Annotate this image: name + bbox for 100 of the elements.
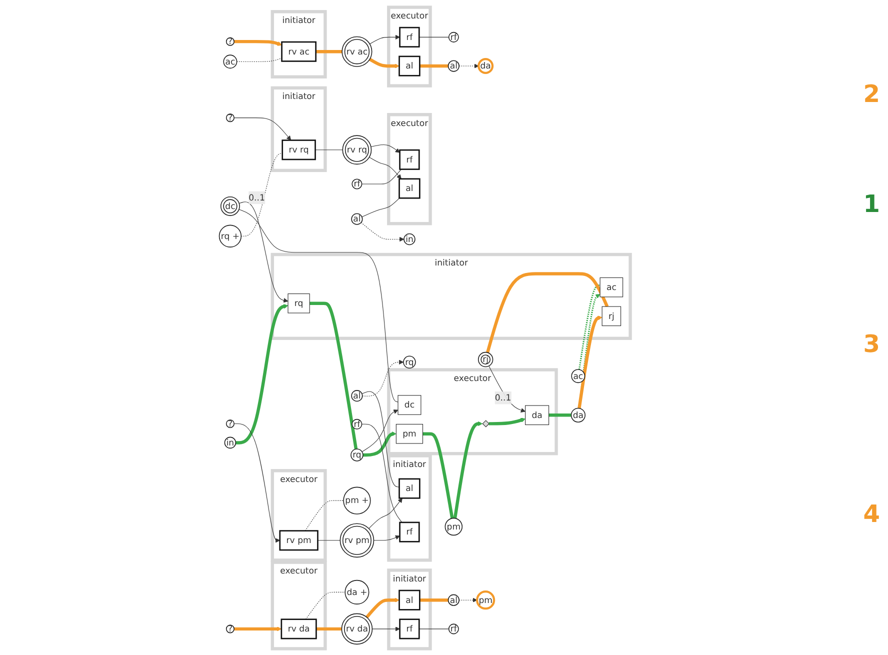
arrow (369, 57, 400, 68)
node-circle: ? (226, 36, 235, 46)
connector (362, 168, 402, 184)
node-circle: rf (448, 623, 460, 634)
node-circle: pm + (343, 486, 371, 514)
arrow (489, 417, 526, 425)
connector (422, 432, 454, 518)
arrow (369, 156, 402, 179)
node-circle: pm (476, 590, 496, 610)
arrow (234, 117, 292, 140)
node-box: rv pm (279, 530, 319, 550)
node-box: rj (602, 306, 622, 326)
arrow (362, 409, 398, 452)
node-circle: al (448, 594, 460, 606)
node-circle: pm (445, 517, 463, 536)
arrow (368, 497, 403, 528)
node-circle: rf (448, 31, 460, 42)
connector (236, 57, 282, 62)
node-box: dc (398, 394, 422, 414)
step-number: 3 (863, 330, 880, 358)
connector (316, 50, 342, 53)
arrow (361, 222, 404, 242)
arrow (236, 304, 288, 444)
node-box: rv ac (281, 40, 317, 62)
node-circle: ? (226, 624, 235, 633)
arrow (578, 315, 602, 408)
connector (362, 197, 400, 217)
connector (486, 272, 609, 353)
connector (316, 626, 342, 630)
node-circle: rq + (219, 224, 242, 247)
node-circle: rf (352, 178, 362, 189)
arrow (372, 626, 400, 631)
step-number: 1 (863, 190, 880, 218)
arrow (454, 420, 483, 518)
node-box: rf (399, 521, 420, 542)
node-box: rv da (280, 618, 318, 639)
node-circle: rv rq (342, 134, 372, 164)
node-circle: in (224, 436, 236, 448)
node-circle: ? (226, 113, 235, 122)
arrow (374, 534, 400, 540)
node-box: al (398, 478, 421, 498)
connector (362, 390, 400, 487)
connector (420, 64, 448, 68)
node-circle: ac (223, 54, 238, 68)
step-number: 4 (863, 500, 880, 528)
connector (362, 423, 402, 522)
node-circle: rv ac (342, 36, 372, 66)
node-diamond (482, 420, 490, 427)
node-box: pm (396, 423, 424, 444)
node-circle: da (571, 407, 586, 422)
node-circle: ? (226, 418, 235, 428)
node-box: rq (288, 293, 310, 313)
arrow (370, 144, 400, 152)
connector (419, 36, 450, 37)
node-box: rf (399, 148, 420, 170)
node-box: rv rq (282, 139, 316, 160)
arrow (363, 431, 397, 456)
arrow (234, 39, 282, 46)
node-circle: ac (571, 368, 586, 383)
arrow (488, 365, 526, 412)
node-circle: da + (344, 579, 370, 604)
node-circle: al (351, 390, 363, 402)
node-circle: da (478, 58, 494, 74)
connector (578, 284, 600, 370)
connector (548, 413, 572, 416)
edge-label: 0..1 (495, 392, 512, 402)
node-box: ac (600, 276, 624, 297)
connector (305, 500, 344, 531)
connector (420, 598, 448, 602)
node-circle: in (404, 232, 416, 245)
node-circle: al (448, 60, 460, 72)
node-circle: rv pm (340, 522, 374, 558)
node-box: al (398, 55, 421, 76)
connector (310, 301, 358, 449)
node-circle: rf (352, 418, 362, 429)
node-circle: dc (220, 196, 240, 216)
arrow (362, 359, 404, 396)
connector (306, 591, 346, 620)
node-circle: al (351, 212, 363, 224)
arrow (234, 422, 280, 542)
node-circle: rv da (342, 612, 373, 644)
node-circle: rq (403, 355, 416, 368)
node-circle: rj (478, 351, 494, 367)
arrow (234, 626, 282, 631)
connector (241, 152, 283, 236)
arrow (239, 201, 288, 302)
node-box: al (398, 589, 421, 610)
connector (419, 628, 450, 629)
edge-label: 0..1 (248, 192, 266, 202)
node-circle: rq (350, 448, 364, 461)
node-box: da (525, 404, 550, 425)
node-box: rf (399, 26, 420, 47)
node-box: al (398, 178, 421, 198)
step-number: 2 (863, 80, 880, 108)
node-box: rf (399, 618, 420, 639)
connector (315, 149, 344, 150)
arrow (370, 34, 400, 44)
arrow (366, 597, 400, 618)
arrow (459, 597, 478, 602)
arrow (459, 63, 480, 68)
